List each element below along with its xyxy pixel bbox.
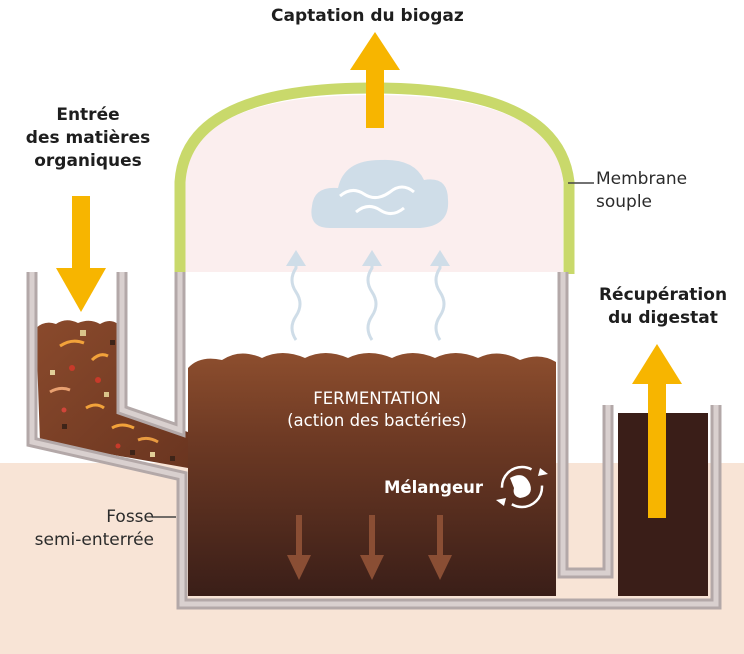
organic-input-line3: organiques bbox=[34, 151, 142, 171]
membrane-line2: souple bbox=[596, 192, 653, 212]
organic-debris bbox=[49, 330, 175, 461]
settling-arrow-icon bbox=[287, 515, 452, 580]
inlet-material bbox=[36, 320, 188, 468]
pit-line2: semi-enterrée bbox=[34, 530, 154, 550]
mixer-icon bbox=[496, 465, 548, 509]
biogas-capture-label: Captation du biogaz bbox=[271, 5, 464, 28]
pit-line1: Fosse bbox=[106, 507, 154, 527]
organic-input-line2: des matières bbox=[25, 128, 151, 148]
mixer-text: Mélangeur bbox=[384, 478, 484, 497]
fermentation-line2: (action des bactéries) bbox=[287, 411, 467, 430]
fermentation-mass bbox=[188, 353, 556, 596]
fermentation-label: FERMENTATION (action des bactéries) bbox=[262, 388, 492, 432]
arrow-up-icon bbox=[632, 344, 682, 518]
mixer-label: Mélangeur bbox=[384, 477, 483, 499]
arrow-up-icon bbox=[350, 32, 400, 128]
rising-gas-arrow-icon bbox=[286, 250, 450, 341]
digester-walls-inner bbox=[29, 272, 719, 607]
arrow-down-icon bbox=[56, 196, 106, 312]
pit-label: Fosse semi-enterrée bbox=[14, 506, 154, 552]
digestate-line2: du digestat bbox=[608, 308, 718, 328]
biogas-capture-text: Captation du biogaz bbox=[271, 6, 464, 26]
membrane-label: Membrane souple bbox=[596, 168, 687, 214]
gas-cloud-icon bbox=[311, 159, 449, 228]
digestate-line1: Récupération bbox=[598, 285, 728, 305]
digestate-recovery-label: Récupération du digestat bbox=[588, 284, 738, 330]
organic-input-label: Entrée des matières organiques bbox=[18, 104, 158, 173]
fermentation-line1: FERMENTATION bbox=[313, 389, 441, 408]
organic-input-line1: Entrée bbox=[56, 105, 120, 125]
membrane-line1: Membrane bbox=[596, 169, 688, 189]
